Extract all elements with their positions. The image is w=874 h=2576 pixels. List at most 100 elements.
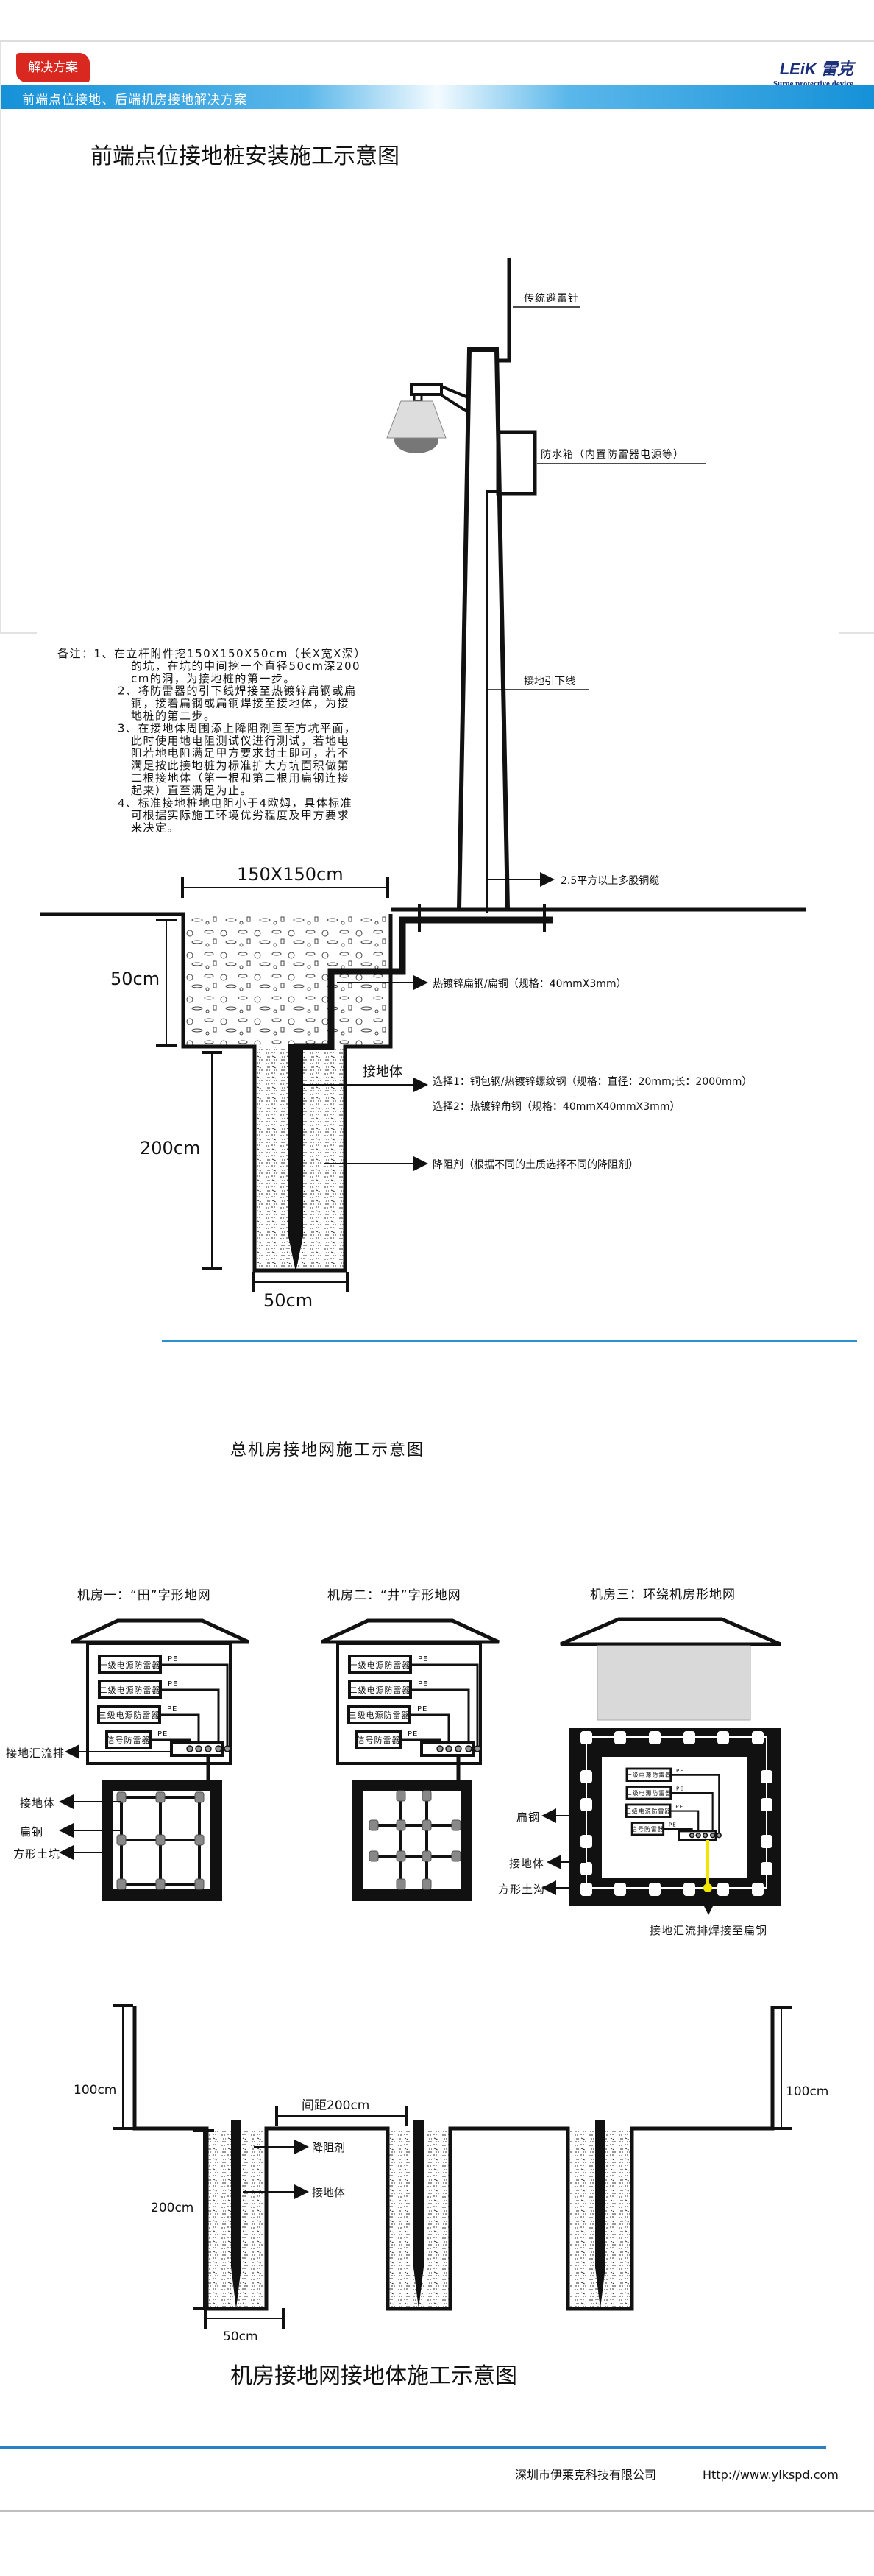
grid-ground-body-label: 接地体	[312, 2186, 345, 2199]
logo-brand: LEiK	[779, 60, 817, 78]
note-line: 来决定。	[131, 821, 180, 835]
machine-rooms: 机房一：“田”字形地网一级电源防雷器PE二级电源防雷器PE三级电源防雷器PE信号…	[6, 1588, 781, 1937]
room-roof	[560, 1617, 781, 1646]
ground-rod	[194, 1878, 205, 1890]
pe-label: PE	[168, 1655, 178, 1663]
solution-badge: 解决方案	[16, 53, 90, 82]
option1-label: 选择1：铜包钢/热镀锌螺纹钢（规格：直径：20mm;长：2000mm）	[433, 1075, 752, 1088]
note-line: 3、在接地体周围添上降阻剂直至方坑平面，	[118, 721, 357, 735]
camera-pole	[386, 258, 537, 913]
room-body	[336, 1642, 482, 1765]
busbar-terminal	[215, 1745, 222, 1752]
height-left-label: 100cm	[74, 2083, 116, 2098]
pe-wire	[160, 1663, 229, 1746]
ground-rod	[422, 1790, 432, 1802]
busbar-terminal	[455, 1745, 462, 1752]
ground-rod	[614, 1731, 626, 1744]
spd-label: 二级电源防雷器	[626, 1789, 672, 1797]
ground-rod	[194, 1834, 205, 1846]
busbar-terminal	[710, 1833, 716, 1839]
width-50-label: 50cm	[263, 1290, 313, 1311]
note-line: 二根接地体（第一根和第二根用扁钢连接	[131, 771, 349, 785]
pe-label: PE	[676, 1786, 684, 1792]
trench-label: 方形土沟	[498, 1883, 545, 1896]
square-pit-label: 方形土坑	[13, 1847, 60, 1861]
grid-title: 机房接地网接地体施工示意图	[230, 2363, 517, 2389]
grid-depth-label: 200cm	[151, 2201, 193, 2215]
waterproof-box-label: 防水箱（内置防雷器电源等）	[541, 448, 684, 461]
pit-size-label: 150X150cm	[237, 864, 344, 885]
ground-body-label: 接地体	[509, 1857, 544, 1870]
spd-label: 二级电源防雷器	[99, 1685, 161, 1695]
busbar-terminal	[436, 1745, 444, 1752]
pe-label: PE	[157, 1730, 168, 1738]
band-title: 前端点位接地、后端机房接地解决方案	[22, 93, 247, 107]
spacing-label: 间距200cm	[302, 2098, 369, 2113]
grid-width-label: 50cm	[223, 2329, 258, 2344]
ground-rod	[194, 1791, 205, 1803]
room-2: 机房二：“井”字形地网一级电源防雷器PE二级电源防雷器PE三级电源防雷器PE信号…	[320, 1588, 500, 1901]
ground-rod	[580, 1835, 592, 1848]
pe-wire	[160, 1688, 220, 1746]
ground-rod	[761, 1835, 772, 1848]
ground-rod	[761, 1798, 772, 1811]
ground-rod	[580, 1731, 592, 1744]
room-title: 机房一：“田”字形地网	[77, 1588, 211, 1603]
ground-rod	[649, 1883, 661, 1896]
frame-lines	[0, 42, 874, 634]
note-line: cm的洞，为接地桩的第一步。	[131, 672, 296, 685]
footer-url[interactable]: Http://www.ylkspd.com	[703, 2468, 839, 2482]
busbar-terminal	[716, 1833, 722, 1839]
flat-steel-label: 扁钢	[20, 1825, 43, 1839]
pe-label: PE	[676, 1767, 684, 1774]
spd-label: 三级电源防雷器	[625, 1807, 671, 1814]
depth-200-label: 200cm	[140, 1138, 200, 1158]
ground-rod	[683, 1731, 695, 1744]
ground-rod	[116, 1834, 127, 1846]
ground-rod	[752, 1731, 764, 1744]
title-band: 前端点位接地、后端机房接地解决方案	[0, 85, 874, 109]
height-right-label: 100cm	[786, 2084, 828, 2099]
option2-label: 选择2：热镀锌角钢（规格：40mmX40mmX3mm）	[433, 1100, 680, 1113]
note-line: 备注：1、在立杆附件挖150X150X50cm（长X宽X深）	[57, 647, 366, 660]
top-divider	[0, 40, 874, 42]
ground-rod	[155, 1878, 166, 1890]
note-line: 满足按此接地桩为标准扩大方坑面积做第	[131, 759, 349, 772]
reducer-label: 降阻剂（根据不同的土质选择不同的降阻剂）	[433, 1159, 639, 1171]
ground-rod	[580, 1770, 592, 1783]
pe-wire	[670, 1774, 720, 1833]
note-line: 此时使用地电阻测试仪进行测试，若地电	[131, 734, 349, 747]
spd-label: 一级电源防雷器	[349, 1660, 411, 1670]
ground-rod	[761, 1770, 772, 1783]
pe-label: PE	[408, 1730, 418, 1738]
grounding-pit	[40, 904, 806, 1273]
pe-wire	[670, 1792, 714, 1833]
ground-rod	[396, 1819, 406, 1831]
room-roof	[320, 1618, 500, 1644]
ground-body-label: 接地体	[363, 1064, 402, 1080]
spd-label: 信号防雷器	[107, 1735, 151, 1745]
lightning-rod-label: 传统避雷针	[524, 293, 579, 305]
rooms-title: 总机房接地网施工示意图	[230, 1441, 424, 1459]
pe-label: PE	[675, 1803, 683, 1810]
busbar-terminal	[205, 1745, 212, 1752]
construction-notes: 备注：1、在立杆附件挖150X150X50cm（长X宽X深）的坑，在坑的中间挖一…	[57, 647, 366, 835]
busbar-terminal	[689, 1833, 695, 1839]
ground-rod	[717, 1883, 729, 1896]
ground-rod	[451, 1819, 461, 1831]
spd-label: 二级电源防雷器	[349, 1685, 411, 1695]
ground-rod	[580, 1798, 592, 1811]
weld-point	[703, 1883, 712, 1892]
front-title: 前端点位接地桩安装施工示意图	[90, 144, 399, 169]
room-body	[86, 1642, 232, 1765]
busbar-label: 接地汇流排	[6, 1747, 65, 1760]
ground-rod	[396, 1790, 406, 1802]
note-line: 起来）直至满足为止。	[131, 784, 252, 797]
busbar-terminal	[465, 1745, 472, 1752]
spd-label: 信号防雷器	[631, 1825, 664, 1833]
ground-rod	[422, 1850, 432, 1862]
note-line: 可根据实际施工环境优劣程度及甲方要求	[131, 809, 349, 822]
room-body	[597, 1645, 751, 1721]
ground-rod	[683, 1883, 695, 1896]
ground-rod	[752, 1883, 764, 1896]
